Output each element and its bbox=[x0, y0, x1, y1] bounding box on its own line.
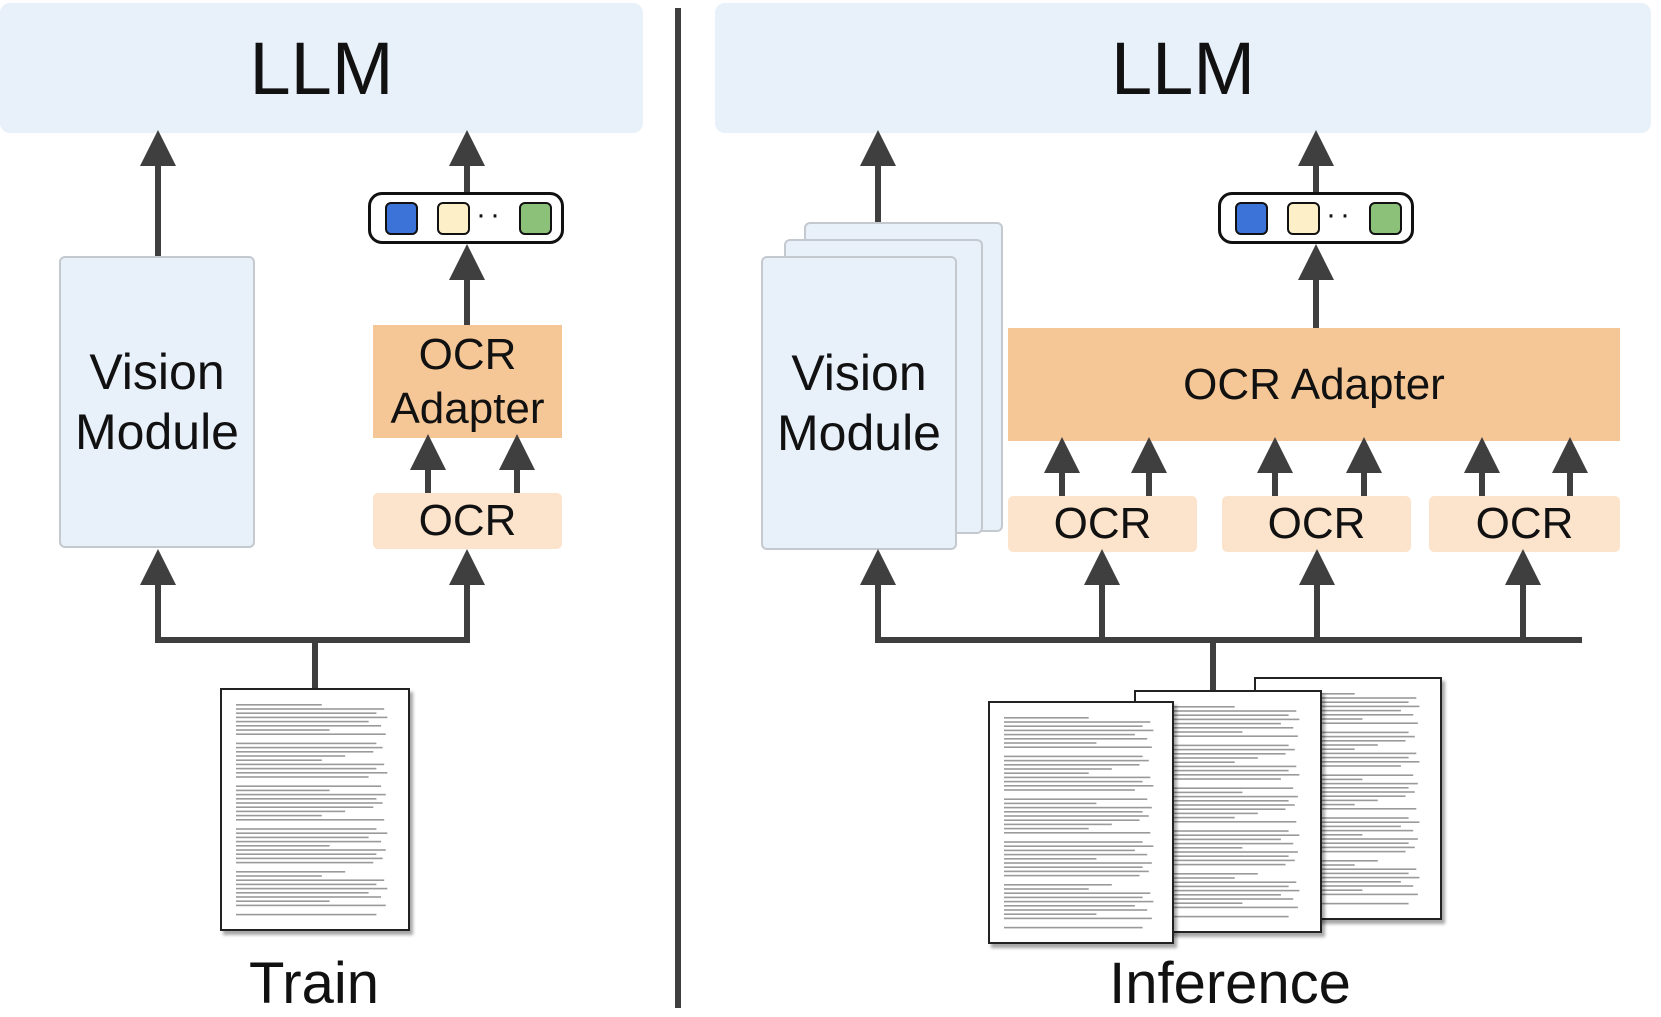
panel-divider bbox=[675, 8, 681, 1008]
ocr-label-inference-3: OCR bbox=[1475, 499, 1574, 548]
llm-label-inference: LLM bbox=[1111, 26, 1255, 110]
token-strip-inference: ·· bbox=[1218, 192, 1414, 244]
adapter-label-inference: OCR Adapter bbox=[1183, 359, 1445, 409]
token-ellipsis: ·· bbox=[476, 198, 504, 231]
ocr-label-inference-2: OCR bbox=[1267, 499, 1366, 548]
arrow-docs-to-vision bbox=[860, 549, 1213, 643]
llm-box-inference: LLM bbox=[715, 3, 1651, 133]
vision-label-line2: Module bbox=[75, 404, 239, 460]
token-green-inference bbox=[1369, 202, 1402, 235]
ocr-label-inference-1: OCR bbox=[1053, 499, 1152, 548]
token-green bbox=[519, 202, 552, 235]
ocr-box-inference-2: OCR bbox=[1222, 496, 1411, 552]
llm-box-train: LLM bbox=[0, 3, 643, 133]
token-blue bbox=[385, 202, 418, 235]
ocr-label-train: OCR bbox=[418, 496, 517, 545]
arrow-doc-to-ocr-train bbox=[315, 549, 485, 643]
adapter-label-line1: OCR bbox=[418, 329, 517, 379]
vision-label-line1: Vision bbox=[89, 344, 225, 400]
document-text-lines bbox=[236, 704, 388, 916]
ocr-box-inference-1: OCR bbox=[1008, 496, 1197, 552]
ocr-box-inference-3: OCR bbox=[1429, 496, 1620, 552]
token-yellow-inference bbox=[1287, 202, 1320, 235]
vision-label-line2-inference: Module bbox=[777, 405, 941, 461]
vision-module-inference: Vision Module bbox=[761, 256, 957, 550]
token-strip-train: ·· bbox=[368, 192, 564, 244]
caption-train: Train bbox=[249, 951, 379, 1016]
vision-label-line1-inference: Vision bbox=[791, 345, 927, 401]
ocr-adapter-train: OCR Adapter bbox=[373, 325, 562, 438]
caption-inference: Inference bbox=[1109, 951, 1351, 1016]
token-ellipsis-inference: ·· bbox=[1326, 198, 1354, 231]
ocr-box-train: OCR bbox=[373, 493, 562, 549]
arrow-doc-to-vision-train bbox=[140, 549, 318, 688]
token-yellow bbox=[437, 202, 470, 235]
vision-module-train: Vision Module bbox=[59, 256, 255, 548]
llm-label-train: LLM bbox=[249, 26, 394, 110]
document-page-train bbox=[220, 688, 410, 931]
document-page-inference-1 bbox=[988, 701, 1174, 944]
ocr-adapter-inference: OCR Adapter bbox=[1008, 328, 1620, 441]
adapter-label-line2: Adapter bbox=[390, 383, 545, 433]
token-blue-inference bbox=[1235, 202, 1268, 235]
